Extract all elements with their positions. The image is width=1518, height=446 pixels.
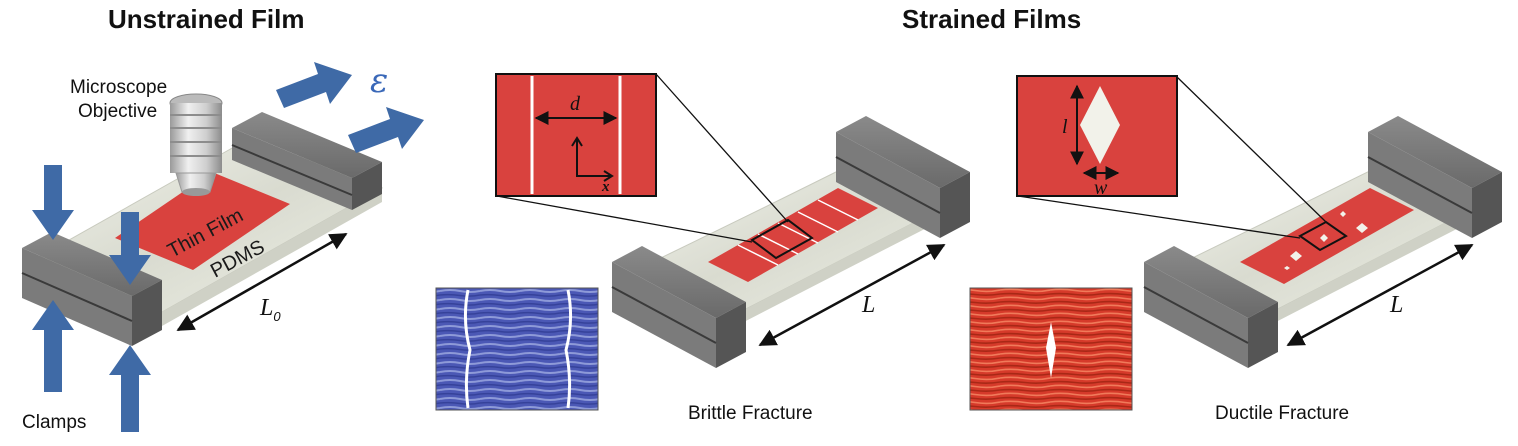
clamp-arrow-up-right <box>109 345 151 432</box>
ductile-micrograph <box>969 287 1133 411</box>
clamp-arrow-down-left <box>32 165 74 240</box>
brittle-clamp-back <box>835 116 970 238</box>
unstrained-length-label: L0 <box>259 295 281 324</box>
thin-film <box>115 172 290 270</box>
void-width-label: w <box>1094 177 1108 199</box>
microscope-label-line2: Objective <box>78 101 157 122</box>
heading-strained: Strained Films <box>902 4 1081 34</box>
unstrained-length-arrow <box>176 232 348 332</box>
brittle-zoom-inset <box>495 73 657 197</box>
clamps-label: Clamps <box>22 412 86 433</box>
ductile-clamp-front <box>1143 246 1278 368</box>
strain-arrow-upper <box>276 62 352 108</box>
ductile-setup <box>969 75 1502 411</box>
ductile-length-arrow <box>1286 243 1474 347</box>
microscope-label-line1: Microscope <box>70 77 167 98</box>
ductile-zoom-inset <box>1016 75 1178 197</box>
brittle-film <box>708 188 878 282</box>
clamp-arrow-up-left <box>32 300 74 392</box>
axis-indicator <box>576 140 610 177</box>
crack-spacing-label: d <box>570 93 581 115</box>
brittle-leader-bottom <box>496 195 753 243</box>
ductile-leader-bottom <box>1017 195 1301 239</box>
strain-symbol: ε <box>370 61 388 101</box>
brittle-length-label: L <box>861 292 875 318</box>
heading-unstrained: Unstrained Film <box>108 4 304 34</box>
void-length-label: l <box>1062 116 1068 138</box>
length-subscript: 0 <box>273 309 281 324</box>
brittle-micrograph <box>435 287 599 411</box>
brittle-clamp-front <box>611 246 746 368</box>
length-symbol: L <box>259 295 273 321</box>
strain-arrow-lower <box>348 107 424 153</box>
brittle-leader-top <box>655 73 789 223</box>
brittle-setup <box>435 73 970 411</box>
ductile-caption: Ductile Fracture <box>1215 403 1349 424</box>
brittle-length-arrow <box>758 243 946 347</box>
unstrained-setup <box>21 62 424 432</box>
void-diamond <box>1080 86 1120 164</box>
brittle-caption: Brittle Fracture <box>688 403 813 424</box>
ductile-length-label: L <box>1389 292 1403 318</box>
ductile-film <box>1240 188 1414 284</box>
ductile-clamp-back <box>1367 116 1502 238</box>
axis-x-label: x <box>601 179 610 195</box>
clamp-back <box>231 112 382 210</box>
clamp-arrow-down-right <box>109 212 151 285</box>
ductile-leader-top <box>1175 75 1327 223</box>
microscope-objective <box>169 93 223 196</box>
